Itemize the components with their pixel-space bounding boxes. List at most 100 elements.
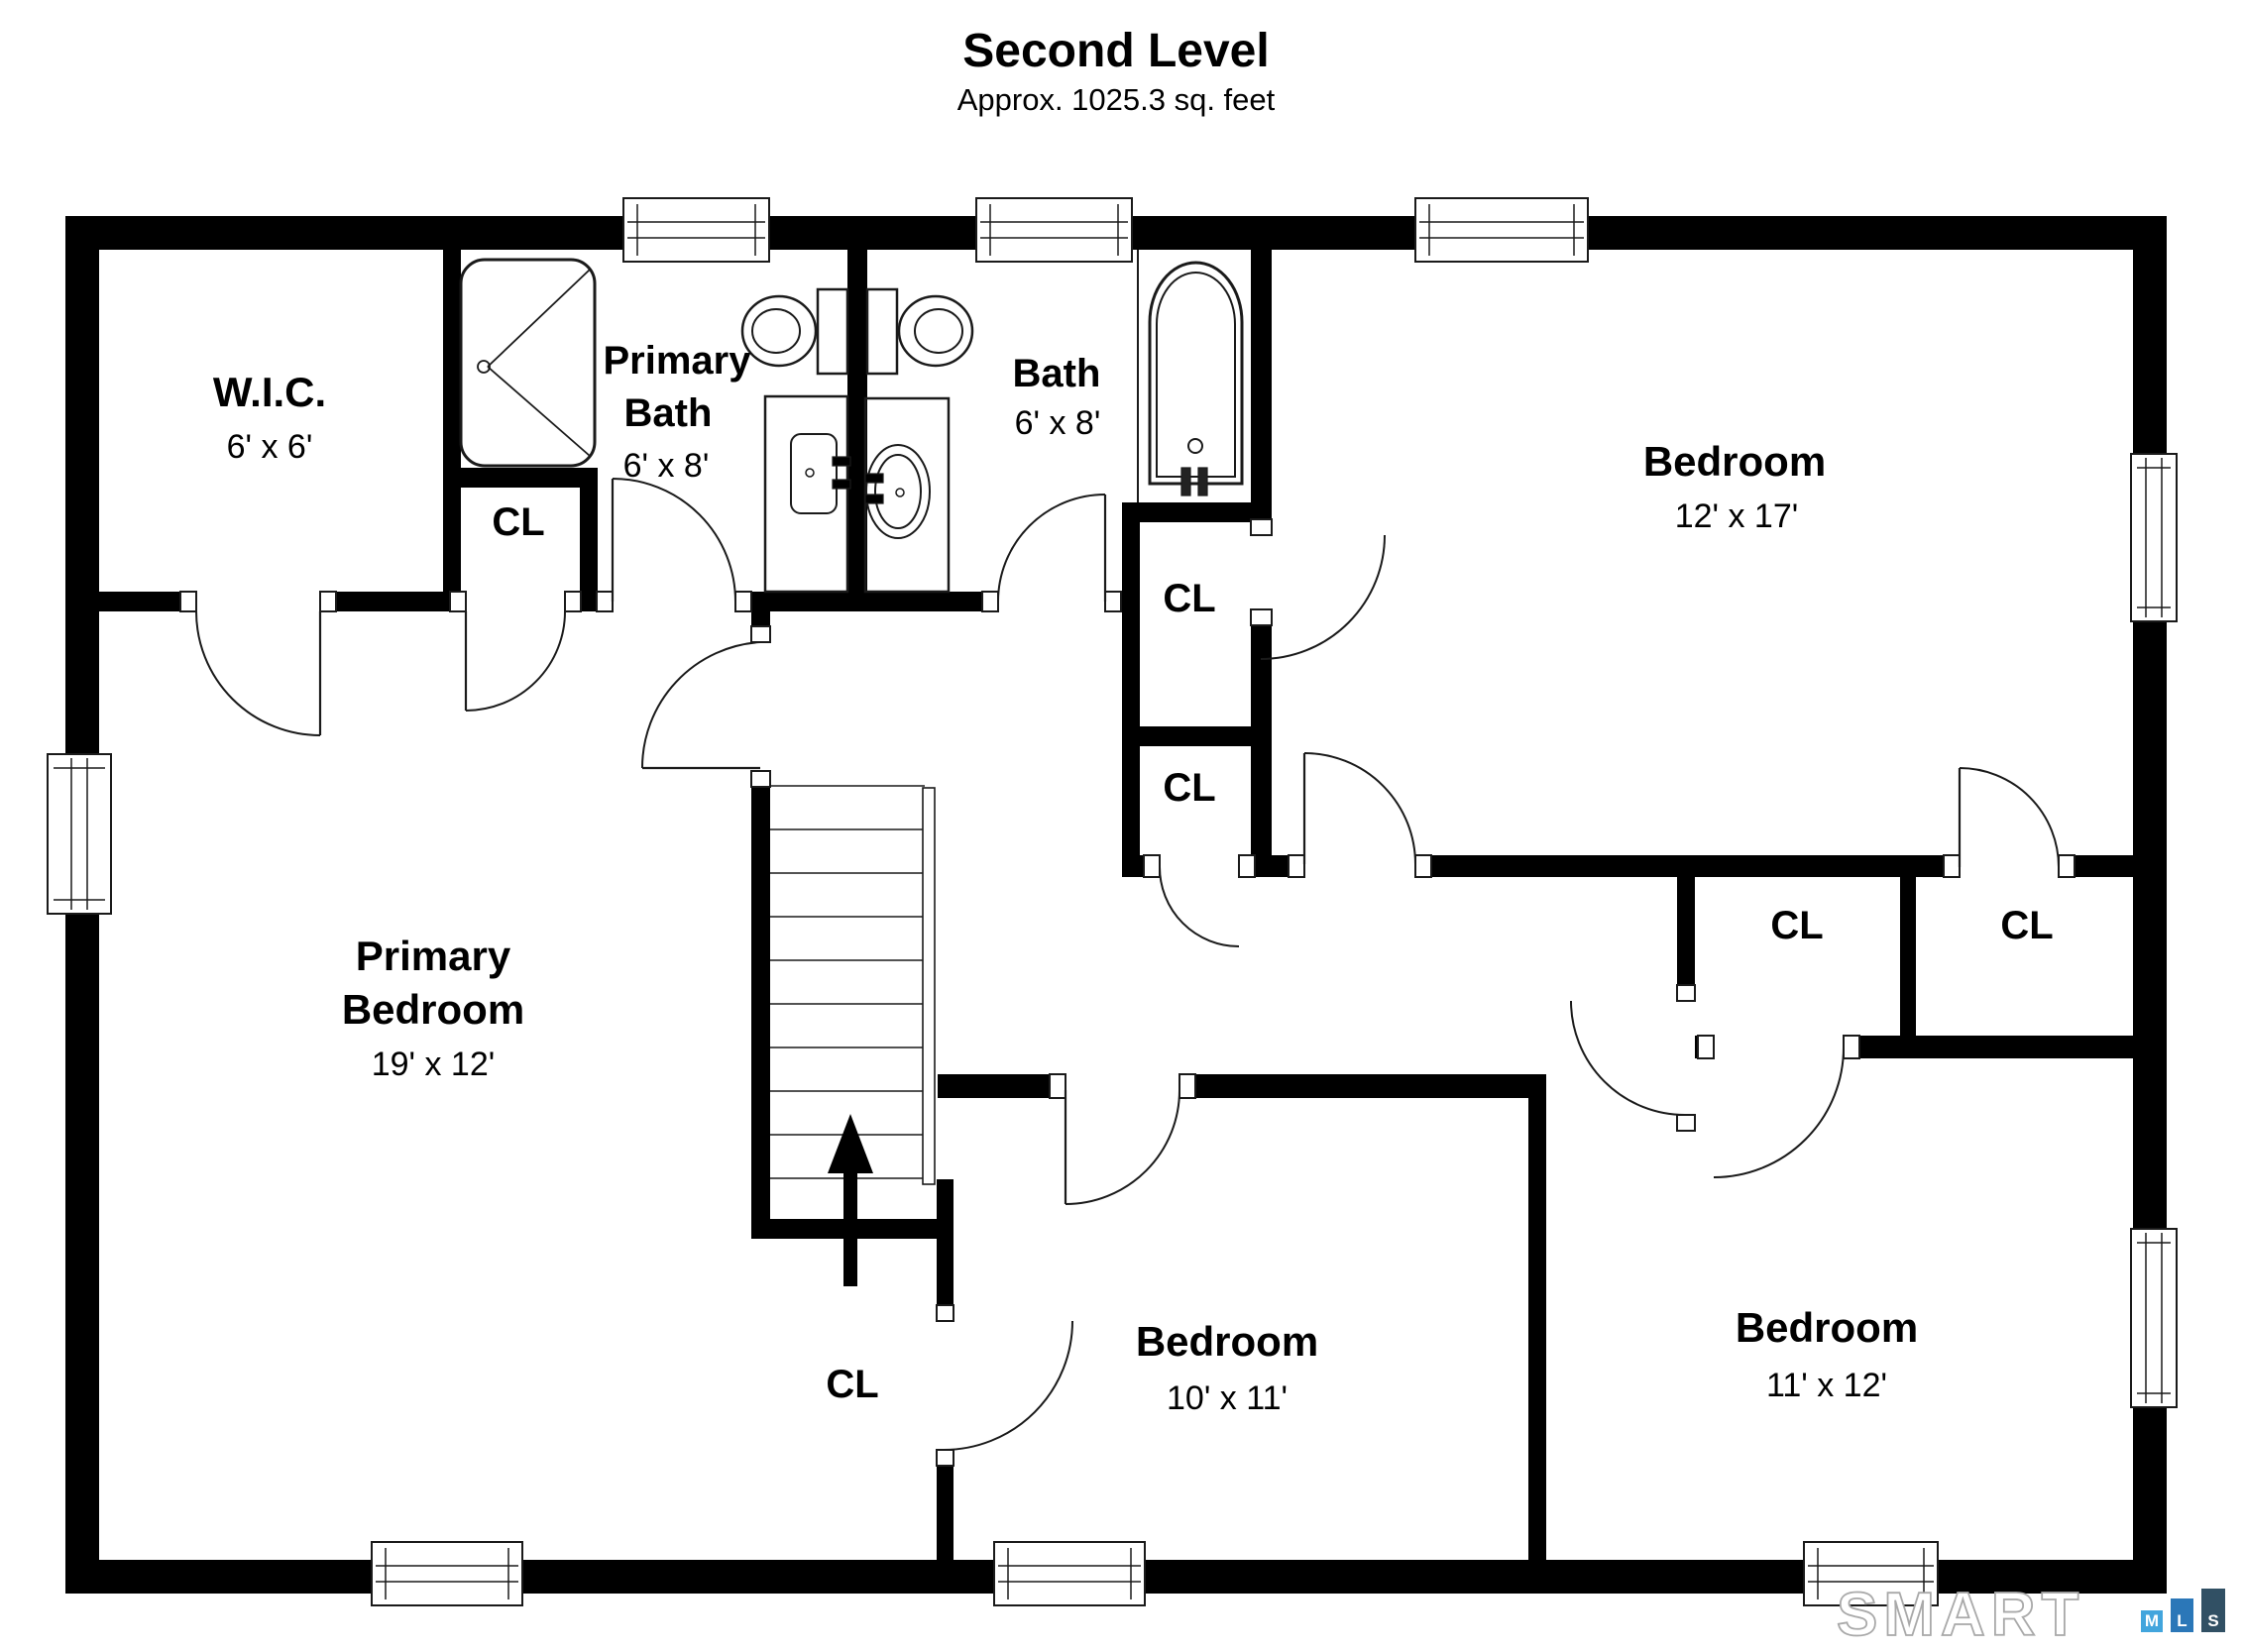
door-jamb (1943, 854, 1961, 878)
closet-label: CL (826, 1363, 878, 1406)
bathtub (1148, 261, 1244, 486)
window-right-1 (2130, 453, 2178, 622)
door-opening (466, 592, 565, 611)
hall-closet-2-door (1143, 854, 1256, 947)
room-dims-primary-bath: 6' x 8' (623, 447, 710, 485)
door-jamb (2058, 854, 2076, 878)
wall-stairs-east-stub (937, 1179, 954, 1241)
door-opening (1677, 1001, 1695, 1115)
room-dims-primary-bedroom: 19' x 12' (372, 1046, 496, 1083)
vanity-sink-inner (874, 454, 922, 529)
vanity-sink (790, 433, 838, 514)
page-subtitle: Approx. 1025.3 sq. feet (956, 81, 1276, 117)
stair-handrail (922, 787, 936, 1185)
door-jamb (1843, 1035, 1860, 1059)
room-label-bedroom-12x17: Bedroom (1643, 438, 1826, 485)
closet-label: CL (1770, 904, 1823, 947)
door-jamb (1238, 854, 1256, 878)
door-jamb (564, 591, 582, 612)
door-opening (1714, 1036, 1844, 1058)
door-opening (613, 592, 735, 611)
window-frame (371, 1541, 523, 1606)
faucet (864, 494, 884, 504)
door-jamb (1143, 854, 1161, 878)
smartmls-logo-letter: L (2177, 1611, 2187, 1630)
wall-shower-closet-top (443, 468, 598, 488)
shower-drain (477, 360, 491, 374)
window-bottom-1 (371, 1541, 523, 1606)
door-jamb (179, 591, 197, 612)
wall-bath-divider (847, 250, 867, 611)
room-label-wic: W.I.C. (213, 369, 326, 415)
windows (47, 197, 2178, 1606)
door-opening (937, 1321, 954, 1450)
door-jamb (1250, 518, 1273, 536)
door-opening (751, 642, 770, 771)
fixtures (459, 250, 1244, 594)
understairs-closet-door (936, 1304, 1073, 1467)
door-opening (1304, 855, 1415, 877)
wall-hallcloset-west (1122, 502, 1140, 874)
room-dims-bath: 6' x 8' (1015, 404, 1101, 442)
bedroom-11x12-door (1570, 984, 1696, 1132)
door-swing-arc (1065, 1089, 1180, 1205)
door-jamb (750, 625, 771, 643)
door-swing-arc (1570, 1000, 1686, 1116)
room-label-primary-bath-1: Primary (604, 339, 752, 383)
sink-drain (895, 488, 905, 497)
door-jamb (1697, 1035, 1715, 1059)
wall-bedroom10-east (1528, 1074, 1546, 1564)
faucet (832, 479, 851, 490)
door-swing-arc (612, 478, 736, 603)
door-swing-arc (1959, 767, 2060, 868)
bedroom-12x17-door (1288, 752, 1432, 878)
bedroom-12x17-closet-door (1943, 767, 2076, 878)
closet-label: CL (1163, 766, 1215, 810)
wall-bedroom-closets-divider (1900, 877, 1916, 1036)
hall-closet-1-door (1250, 518, 1386, 660)
window-frame (47, 753, 112, 915)
smartmls-logo-square (2171, 1598, 2193, 1632)
staircase (770, 785, 936, 1286)
wall-hall-east (1677, 877, 1695, 1001)
door-opening (1251, 535, 1272, 609)
title-block: Second Level Approx. 1025.3 sq. feet (956, 25, 1276, 118)
wic-door (179, 591, 337, 736)
bathtub-inner (1156, 272, 1236, 478)
room-label-primary-bath-2: Bath (624, 391, 713, 435)
toilet-tank (816, 287, 849, 376)
primary-bedroom-door (640, 625, 771, 788)
bedroom-11x12-closet-door (1697, 1035, 1860, 1178)
door-opening (998, 592, 1105, 611)
smartmls-logo-letter: M (2145, 1611, 2159, 1630)
door-jamb (1049, 1073, 1066, 1099)
room-label-primary-bedroom-2: Bedroom (342, 986, 524, 1033)
vanity (763, 394, 849, 594)
door-jamb (936, 1449, 954, 1467)
door-jamb (1676, 984, 1696, 1002)
door-swing-arc (640, 641, 761, 769)
sink-drain (805, 468, 815, 478)
door-jamb (750, 770, 771, 788)
wall-wic-east (443, 250, 461, 609)
toilet-bowl (740, 294, 818, 368)
window-left-1 (47, 753, 112, 915)
smartmls-logo-letter: S (2207, 1611, 2218, 1630)
window-frame (2130, 453, 2178, 622)
tub-faucet (1197, 467, 1208, 496)
wall-bedroom10-north (938, 1074, 1546, 1098)
window-top-2 (975, 197, 1133, 263)
door-swing-arc (195, 610, 321, 736)
bedroom-10x11-door (1049, 1073, 1196, 1205)
door-jamb (1178, 1073, 1196, 1099)
primary-bath-closet-door (449, 591, 582, 712)
door-jamb (1414, 854, 1432, 878)
window-frame (975, 197, 1133, 263)
room-dims-bedroom-12x17: 12' x 17' (1675, 497, 1799, 535)
door-swing-arc (1303, 752, 1416, 865)
door-swing-arc (1260, 534, 1386, 660)
closet-label: CL (492, 500, 544, 544)
